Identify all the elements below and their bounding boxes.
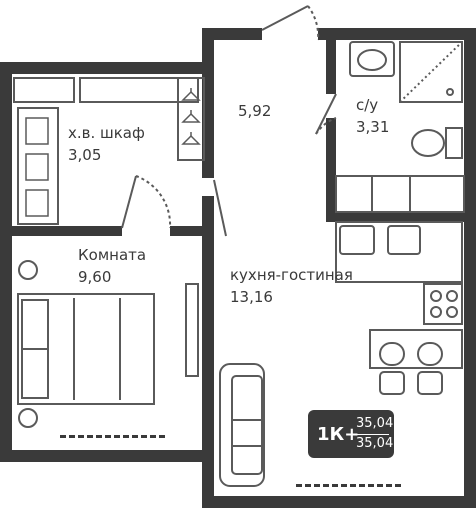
window-mark — [314, 484, 320, 487]
apartment-type: 1К+ — [317, 424, 360, 445]
area-total: 35,04 — [356, 416, 394, 431]
label-bath-name: с/у — [356, 96, 379, 114]
window-mark — [141, 435, 147, 438]
area-living: 35,04 — [356, 436, 394, 451]
window-mark — [359, 484, 365, 487]
label-kitchen-name: кухня-гостиная — [230, 266, 353, 284]
label-hall-area: 5,92 — [238, 102, 272, 120]
label-bath-area: 3,31 — [356, 118, 390, 136]
outer-walls — [0, 28, 476, 508]
fraction-bar — [355, 434, 389, 435]
window-mark — [332, 484, 338, 487]
apartment-badge: 1К+ 35,04 35,04 — [308, 410, 394, 458]
window-mark — [323, 484, 329, 487]
window-mark — [123, 435, 129, 438]
window-mark — [377, 484, 383, 487]
window-mark — [368, 484, 374, 487]
window-mark — [159, 435, 165, 438]
window-mark — [114, 435, 120, 438]
window-mark — [296, 484, 302, 487]
window-mark — [386, 484, 392, 487]
window-mark — [350, 484, 356, 487]
windows — [60, 435, 401, 487]
window-mark — [305, 484, 311, 487]
window-mark — [78, 435, 84, 438]
shirts — [25, 117, 49, 217]
window-mark — [395, 484, 401, 487]
window-mark — [150, 435, 156, 438]
label-closet-area: 3,05 — [68, 146, 102, 164]
window-mark — [87, 435, 93, 438]
window-mark — [341, 484, 347, 487]
hangers — [181, 88, 201, 145]
label-room-area: 9,60 — [78, 268, 112, 286]
label-room-name: Комната — [78, 246, 147, 264]
window-mark — [96, 435, 102, 438]
inner-lines — [13, 5, 465, 487]
label-kitchen-area: 13,16 — [230, 288, 273, 306]
window-mark — [60, 435, 66, 438]
label-closet-name: х.в. шкаф — [68, 124, 145, 142]
window-mark — [105, 435, 111, 438]
window-mark — [132, 435, 138, 438]
window-mark — [69, 435, 75, 438]
